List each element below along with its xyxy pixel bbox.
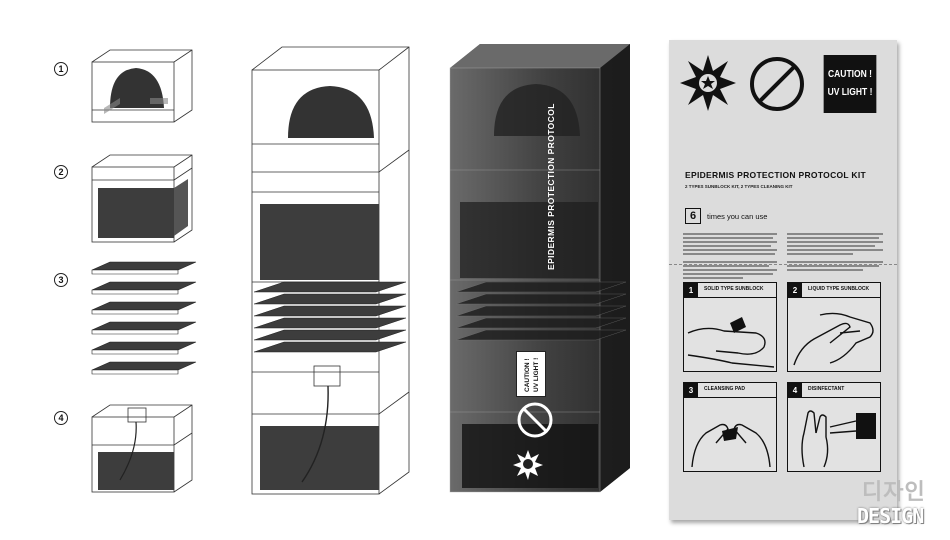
step-panel-4: 4 DISINFECTANT xyxy=(787,382,881,472)
step-number-2: 2 xyxy=(54,165,68,179)
panel-label: SOLID TYPE SUNBLOCK xyxy=(704,286,764,292)
step-number-3: 3 xyxy=(54,273,68,287)
step-number-4: 4 xyxy=(54,411,68,425)
panel-divider xyxy=(684,397,776,398)
panel-number: 4 xyxy=(788,383,802,397)
panel-number: 2 xyxy=(788,283,802,297)
translucent-package xyxy=(449,44,630,493)
disinfectant-spray-icon xyxy=(801,410,876,468)
panel-number: 1 xyxy=(684,283,698,297)
no-symbol-icon xyxy=(750,57,804,111)
assembled-wireframe xyxy=(251,46,410,495)
package-vertical-title: EPIDERMIS PROTECTION PROTOCOL xyxy=(546,103,556,270)
card-title: EPIDERMIS PROTECTION PROTOCOL KIT xyxy=(685,170,867,180)
package-caution-line-2: UV LIGHT ! xyxy=(533,357,540,392)
panel-label: CLEANSING PAD xyxy=(704,386,746,392)
step-panel-3: 3 CLEANSING PAD xyxy=(683,382,777,472)
uses-count-label: times you can use xyxy=(707,212,768,221)
caution-uv-badge: CAUTION ! UV LIGHT ! xyxy=(823,55,877,113)
panel-label: DISINFECTANT xyxy=(808,386,845,392)
fine-print-blocks xyxy=(683,233,883,279)
caution-line-1: CAUTION ! xyxy=(828,69,872,80)
step-panel-2: 2 LIQUID TYPE SUNBLOCK xyxy=(787,282,881,372)
fold-line xyxy=(669,264,897,265)
hands-rubbing-icon xyxy=(793,312,874,366)
panel-divider xyxy=(788,297,880,298)
wireframe-trays xyxy=(253,281,407,353)
hand-applying-stick-icon xyxy=(687,317,774,368)
solid-sunblock-module xyxy=(91,49,193,123)
watermark-korean: 디자인 xyxy=(862,480,926,505)
caution-line-2: UV LIGHT ! xyxy=(827,87,873,98)
exploded-module-column xyxy=(91,49,197,493)
uv-burst-icon xyxy=(680,55,736,111)
watermark-english: DESIGN xyxy=(857,504,924,528)
uv-burst-icon xyxy=(513,450,543,480)
tray-stack xyxy=(91,261,197,375)
panel-number: 3 xyxy=(684,383,698,397)
cleansing-pad-hands-icon xyxy=(691,423,771,468)
instruction-card: CAUTION ! UV LIGHT ! EPIDERMIS PROTECTIO… xyxy=(669,40,897,520)
step-panel-1: 1 SOLID TYPE SUNBLOCK xyxy=(683,282,777,372)
no-symbol-icon xyxy=(517,402,553,438)
package-caution-line-1: CAUTION ! xyxy=(524,358,531,392)
package-caution-label: CAUTION !UV LIGHT ! xyxy=(516,351,546,397)
panel-divider xyxy=(684,297,776,298)
panel-divider xyxy=(788,397,880,398)
card-subtitle: 2 TYPES SUNBLOCK KIT, 2 TYPES CLEANING K… xyxy=(685,184,793,189)
panel-label: LIQUID TYPE SUNBLOCK xyxy=(808,286,870,292)
uses-count-box: 6 xyxy=(685,208,701,224)
step-number-1: 1 xyxy=(54,62,68,76)
